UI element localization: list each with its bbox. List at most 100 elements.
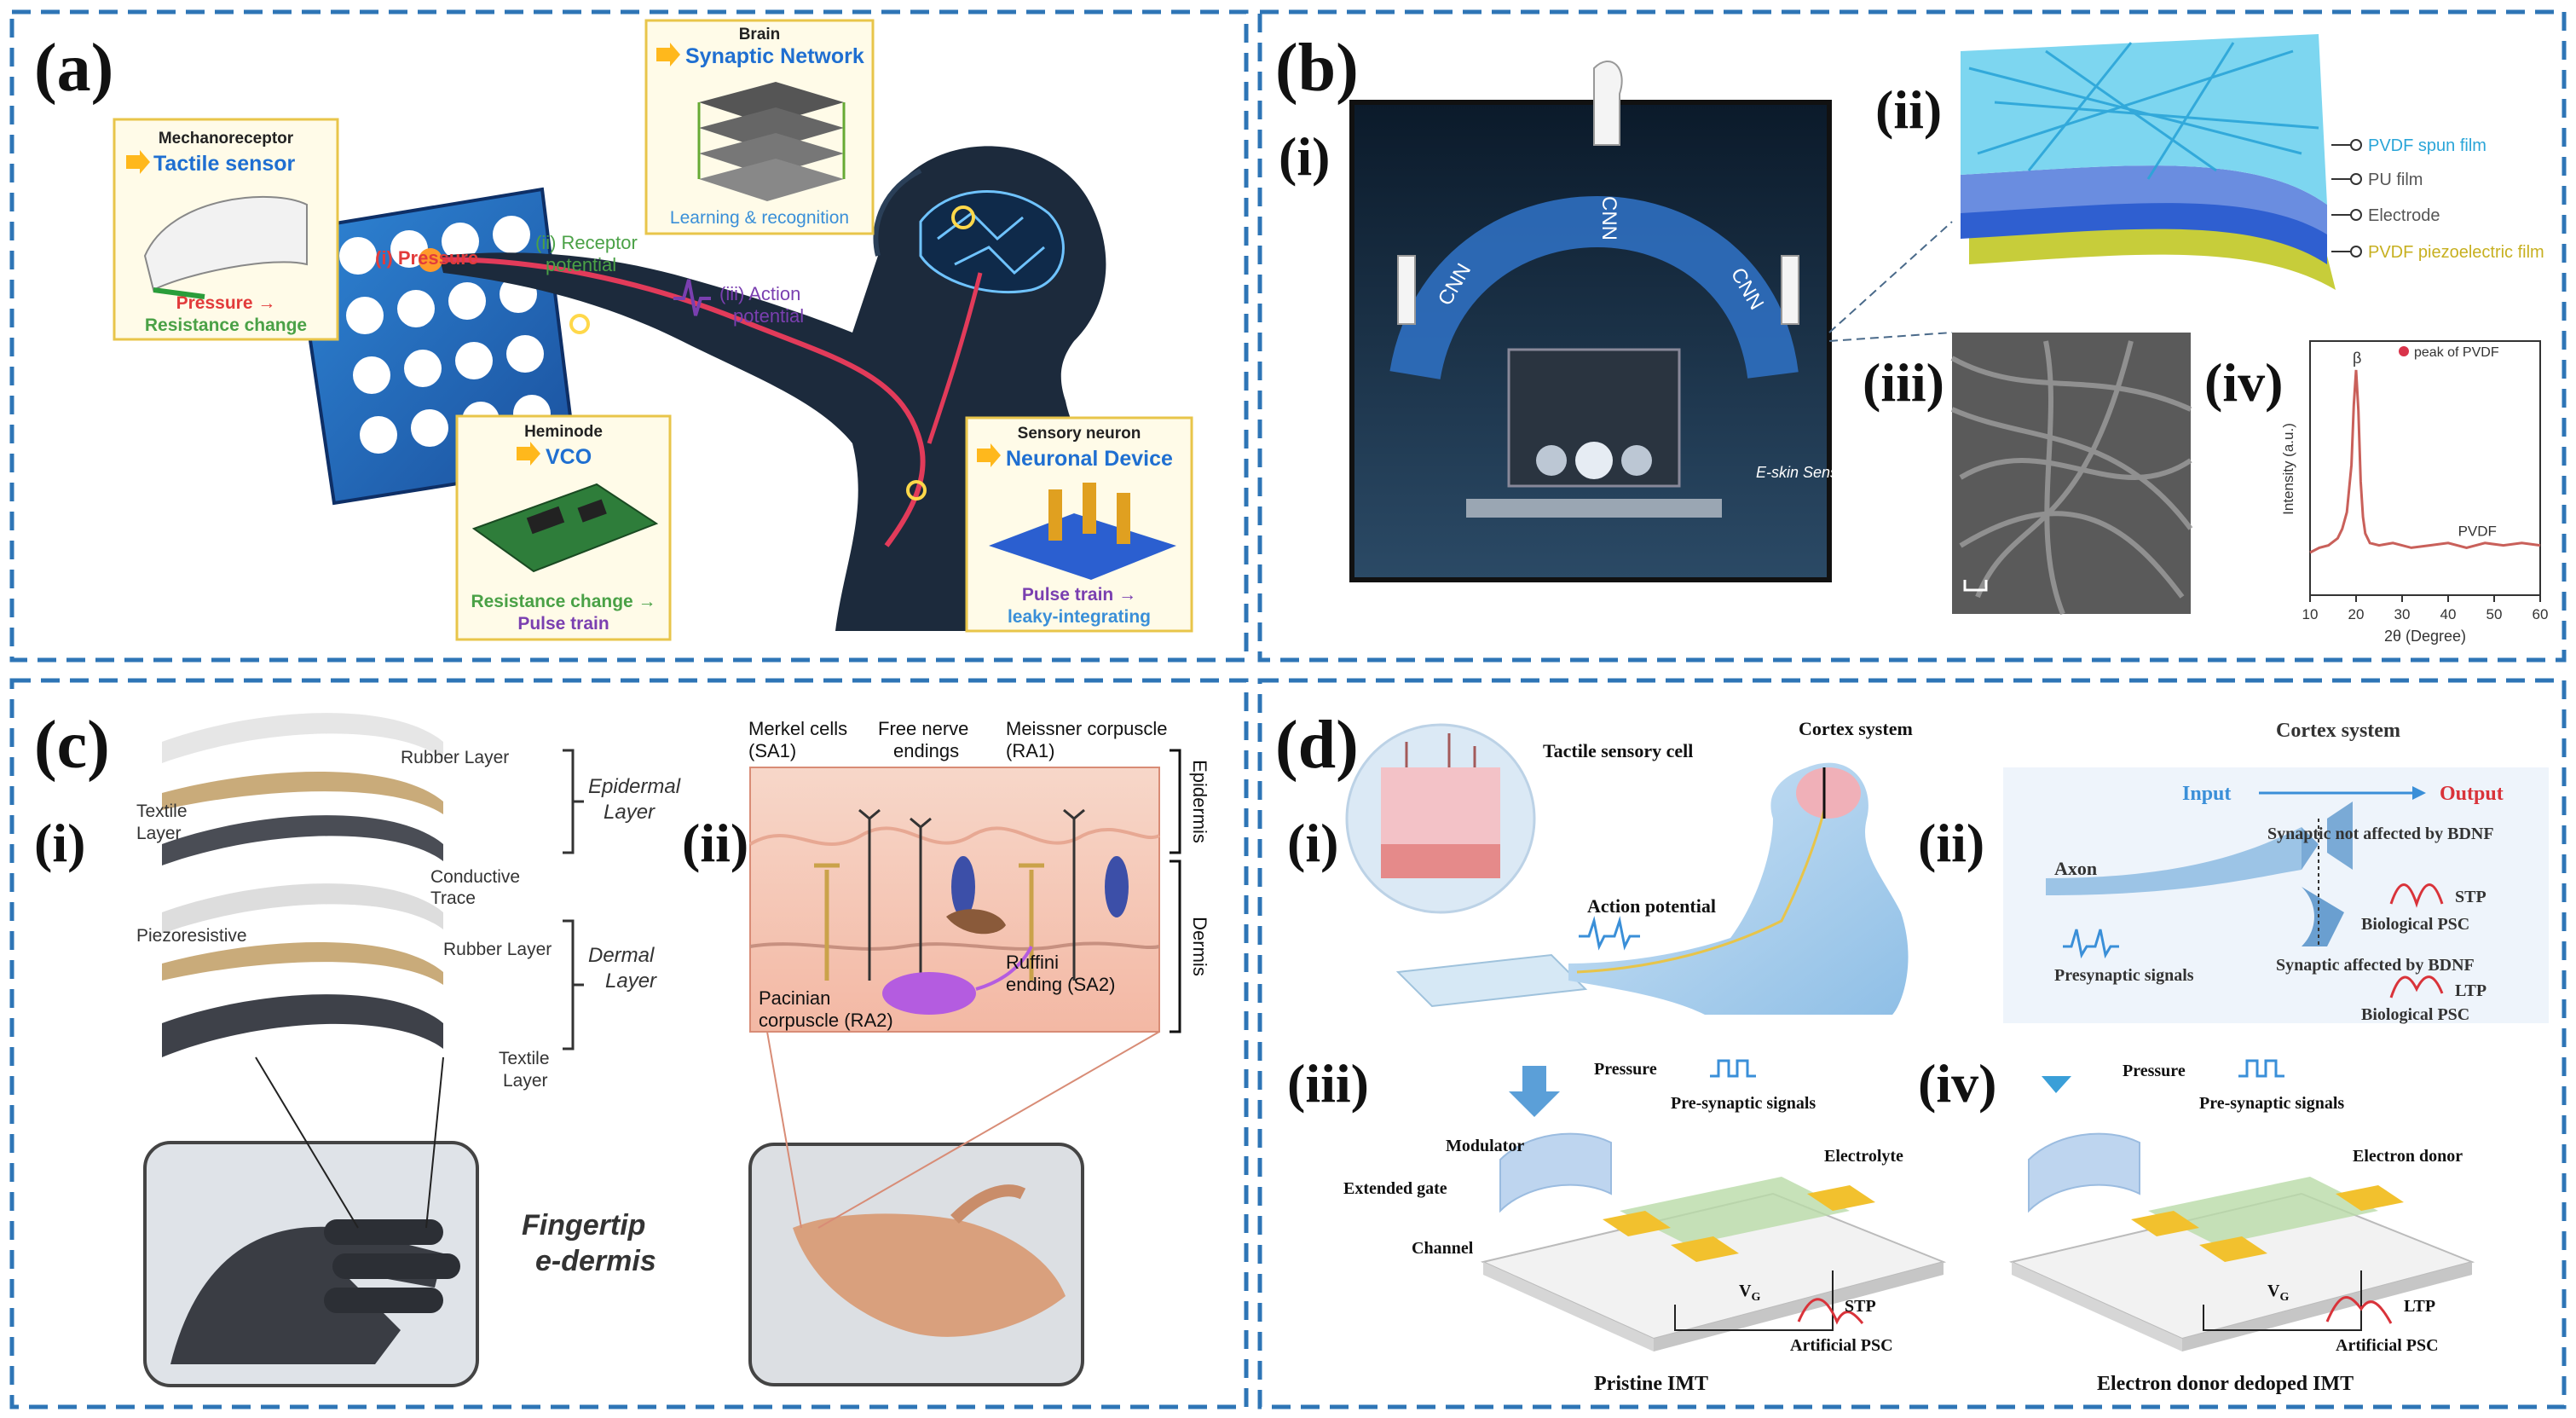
receptor-step-label-2: potential — [546, 254, 616, 275]
callout-neuronal-device: Sensory neuron Neuronal Device Pulse tra… — [965, 416, 1193, 633]
epidermal-label-1: Epidermal — [588, 775, 681, 798]
panel-c-sub-i: (i) — [34, 813, 85, 873]
ltp-curve-icon — [2389, 975, 2444, 998]
panel-a-border — [9, 9, 1249, 663]
pressure-arrow-icon — [1509, 1066, 1560, 1117]
panel-d-border — [1257, 678, 2567, 1409]
electron-donor-label: Electron donor — [2353, 1147, 2463, 1166]
panel-a: (a) (i) Pressure (ii) — [9, 9, 1249, 663]
panel-b-sub-ii: (ii) — [1875, 79, 1942, 140]
x-tick-label: 40 — [2440, 606, 2457, 622]
stp-label: STP — [2455, 888, 2486, 906]
mechanoreceptor-label: Mechanoreceptor — [159, 130, 294, 148]
ruffini-label-1: Ruffini — [1006, 952, 1059, 973]
pressure-step-label: (i) Pressure — [375, 247, 478, 269]
callout-vco: Heminode VCO Resistance change → Pulse t… — [455, 414, 672, 641]
epidermal-label-2: Layer — [604, 801, 656, 824]
next-button-icon — [1621, 445, 1652, 476]
synapse-diagram — [2003, 767, 2549, 1023]
modulator-label: Modulator — [1446, 1137, 1524, 1155]
merkel-label-2: (SA1) — [748, 740, 796, 761]
ltp-label: LTP — [2455, 981, 2486, 1000]
textile-label-1: Textile — [136, 802, 188, 821]
eskin-sensor-label: E-skin Sensor — [1756, 464, 1852, 481]
panel-b-sub-i: (i) — [1279, 126, 1330, 187]
neuronal-device-label: Neuronal Device — [1006, 447, 1173, 471]
receptor-step-label: (ii) Receptor — [535, 232, 638, 253]
human-hand-inset — [748, 1031, 1160, 1386]
callout-synaptic-network: Brain Synaptic Network Learning & recogn… — [644, 19, 875, 235]
hand-gesture-icons — [1397, 60, 1799, 325]
progress-bar — [1466, 499, 1722, 518]
panel-b-sub-iii: (iii) — [1863, 352, 1944, 413]
pristine-imt-device — [1480, 1059, 1947, 1351]
meissner-label-1: Meissner corpuscle — [1006, 718, 1168, 739]
x-tick-label: 20 — [2348, 606, 2365, 622]
conductive-label-1: Conductive — [430, 867, 520, 887]
panel-a-label: (a) — [34, 31, 113, 106]
nerve-pathway — [425, 257, 926, 547]
skin-cross-section — [748, 767, 1160, 1033]
pressure-arrow-small-icon — [2042, 1076, 2071, 1093]
x-tick-label: 60 — [2533, 606, 2549, 622]
panel-d-sub-i: (i) — [1287, 813, 1338, 873]
x-tick-label: 10 — [2302, 606, 2319, 622]
output-label: Output — [2440, 783, 2504, 805]
arrow-icon — [126, 150, 150, 174]
pacinian-label-2: corpuscle (RA2) — [759, 1010, 893, 1031]
panel-b-border — [1257, 9, 2567, 663]
cnn-label-top: CNN — [1597, 196, 1620, 240]
electrolyte-label: Electrolyte — [1824, 1147, 1903, 1166]
heminode-label: Heminode — [524, 423, 603, 441]
rubber-layer-mid-label: Rubber Layer — [443, 940, 552, 959]
nerve-pathway-up — [927, 272, 983, 444]
series-label: PVDF — [2458, 523, 2497, 539]
textile-label-2: Layer — [136, 824, 182, 843]
crossbar-stack-icon — [697, 82, 846, 201]
action-potential-icon — [673, 279, 711, 316]
action-step-label: (iii) Action — [719, 283, 800, 304]
donor-imt-device — [2008, 1059, 2475, 1351]
pressure-point — [419, 248, 442, 272]
neuron-node — [906, 480, 927, 501]
meissner-label-2: (RA1) — [1006, 740, 1054, 761]
fingertip-label-2: e-dermis — [535, 1245, 656, 1277]
panel-d-label: (d) — [1275, 708, 1359, 783]
fingertip-label-1: Fingertip — [522, 1209, 645, 1241]
conductive-label-2: Trace — [430, 888, 476, 908]
zoom-line — [1828, 221, 1953, 333]
layer-pvdf-spun-label: PVDF spun film — [2368, 136, 2486, 155]
cortex-title-label: Cortex system — [2276, 720, 2400, 742]
artificial-psc-iii-label: Artificial PSC — [1790, 1336, 1893, 1355]
vg-label-iii: VG — [1739, 1282, 1760, 1304]
sensory-neuron-label: Sensory neuron — [1018, 425, 1141, 443]
action-potential-label: Action potential — [1587, 895, 1716, 917]
stp-curve-icon — [2389, 883, 2444, 908]
device-substrate-icon — [989, 513, 1176, 580]
layer-pu-label: PU film — [2368, 171, 2423, 189]
chart-plot-area — [2309, 340, 2541, 596]
stp-artificial-curve-icon — [1797, 1298, 1864, 1325]
donor-imt-label: Electron donor dedoped IMT — [2097, 1373, 2354, 1395]
sem-image — [1950, 333, 2193, 616]
pulse-train-label: Pulse train — [517, 614, 609, 634]
cortex-system-label: Cortex system — [1799, 718, 1913, 739]
arrow-icon — [656, 43, 680, 67]
circuit-board-icon — [471, 483, 659, 573]
textile-bottom-label-2: Layer — [503, 1071, 548, 1091]
axon-label: Axon — [2054, 858, 2097, 879]
zoom-line-2 — [1828, 332, 1953, 342]
not-affected-label: Synaptic not affected by BDNF — [2267, 825, 2494, 843]
series-line-pvdf — [2309, 369, 2541, 554]
pressure-iii-label: Pressure — [1594, 1060, 1657, 1079]
panel-d-sub-ii: (ii) — [1918, 813, 1984, 873]
cnn-arc — [1389, 196, 1799, 380]
layered-film — [1961, 34, 2362, 290]
presynaptic-wave-icon — [2063, 929, 2119, 959]
presynaptic-label: Presynaptic signals — [2054, 966, 2194, 985]
pre-synaptic-wave-icon — [1710, 1059, 1756, 1078]
ltp-iv-label: LTP — [2404, 1297, 2435, 1316]
dermal-label-1: Dermal — [588, 944, 655, 967]
